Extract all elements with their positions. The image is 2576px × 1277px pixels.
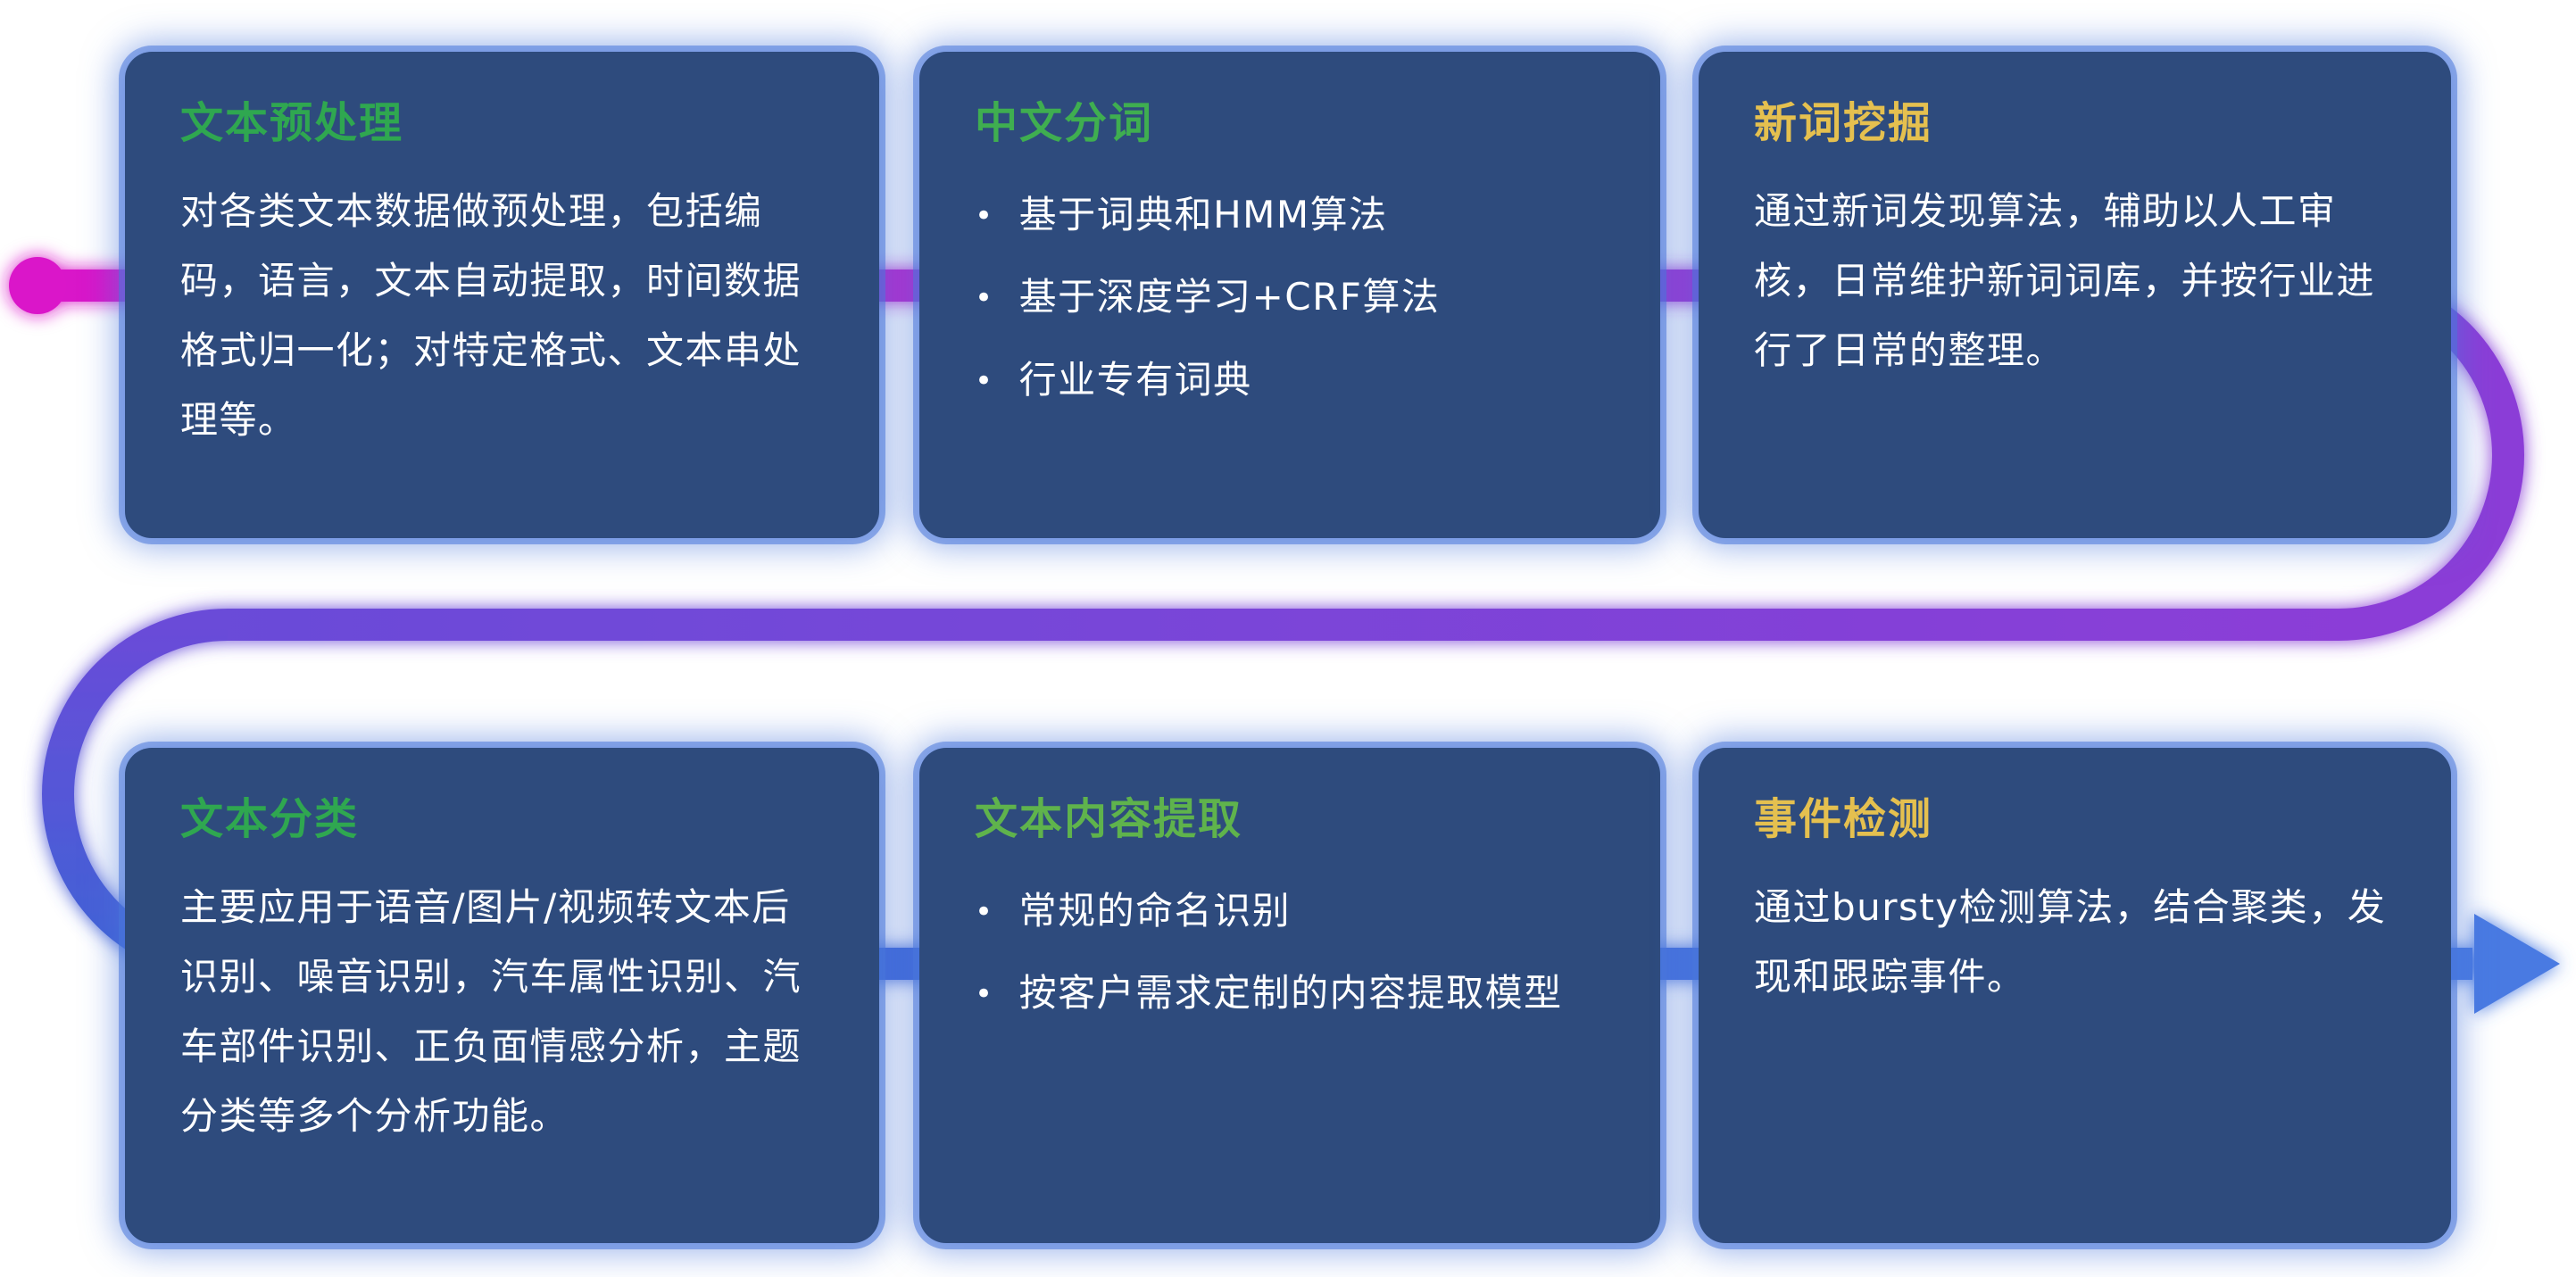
card-new-word-mining: 新词挖掘 通过新词发现算法，辅助以人工审核，日常维护新词词库，并按行业进行了日常…: [1699, 52, 2451, 538]
bullet-item: • 基于词典和HMM算法: [975, 189, 1605, 242]
bullet-item: • 基于深度学习+CRF算法: [975, 271, 1605, 324]
card-title: 新词挖掘: [1754, 98, 1933, 148]
card-bullet-list: • 基于词典和HMM算法 • 基于深度学习+CRF算法 • 行业专有词典: [975, 189, 1605, 407]
bullet-item: • 常规的命名识别: [975, 885, 1605, 938]
card-title: 文本预处理: [180, 98, 404, 148]
bullet-text: 基于词典和HMM算法: [1018, 192, 1388, 236]
card-event-detection: 事件检测 通过bursty检测算法，结合聚类，发现和跟踪事件。: [1699, 748, 2451, 1243]
card-bullet-list: • 常规的命名识别 • 按客户需求定制的内容提取模型: [975, 885, 1605, 1021]
bullet-item: • 行业专有词典: [975, 354, 1605, 407]
card-body: 主要应用于语音/图片/视频转文本后识别、噪音识别，汽车属性识别、汽车部件识别、正…: [180, 884, 802, 1138]
flow-start-dot-icon: [9, 257, 66, 314]
card-text-preprocessing: 文本预处理 对各类文本数据做预处理，包括编码，语言，文本自动提取，时间数据格式归…: [125, 52, 879, 538]
bullet-item: • 按客户需求定制的内容提取模型: [975, 967, 1605, 1020]
card-title: 文本分类: [180, 794, 360, 844]
bullet-icon: •: [975, 197, 994, 234]
card-body: 通过bursty检测算法，结合聚类，发现和跟踪事件。: [1754, 884, 2387, 999]
card-title: 事件检测: [1754, 794, 1933, 844]
bullet-icon: •: [975, 893, 994, 930]
bullet-text: 按客户需求定制的内容提取模型: [1018, 971, 1563, 1016]
card-text-content-extraction: 文本内容提取 • 常规的命名识别 • 按客户需求定制的内容提取模型: [919, 748, 1660, 1243]
bullet-icon: •: [975, 363, 994, 400]
card-title: 文本内容提取: [975, 794, 1243, 844]
bullet-icon: •: [975, 976, 994, 1013]
bullet-text: 行业专有词典: [1018, 358, 1252, 402]
bullet-text: 常规的命名识别: [1018, 888, 1292, 933]
card-chinese-word-segmentation: 中文分词 • 基于词典和HMM算法 • 基于深度学习+CRF算法 • 行业专有词…: [919, 52, 1660, 538]
flow-arrow-icon: [2474, 914, 2560, 1014]
card-text-classification: 文本分类 主要应用于语音/图片/视频转文本后识别、噪音识别，汽车属性识别、汽车部…: [125, 748, 879, 1243]
card-title: 中文分词: [975, 98, 1154, 148]
card-body: 通过新词发现算法，辅助以人工审核，日常维护新词词库，并按行业进行了日常的整理。: [1754, 188, 2376, 372]
card-body: 对各类文本数据做预处理，包括编码，语言，文本自动提取，时间数据格式归一化；对特定…: [180, 188, 802, 442]
bullet-text: 基于深度学习+CRF算法: [1018, 275, 1441, 319]
bullet-icon: •: [975, 280, 994, 317]
